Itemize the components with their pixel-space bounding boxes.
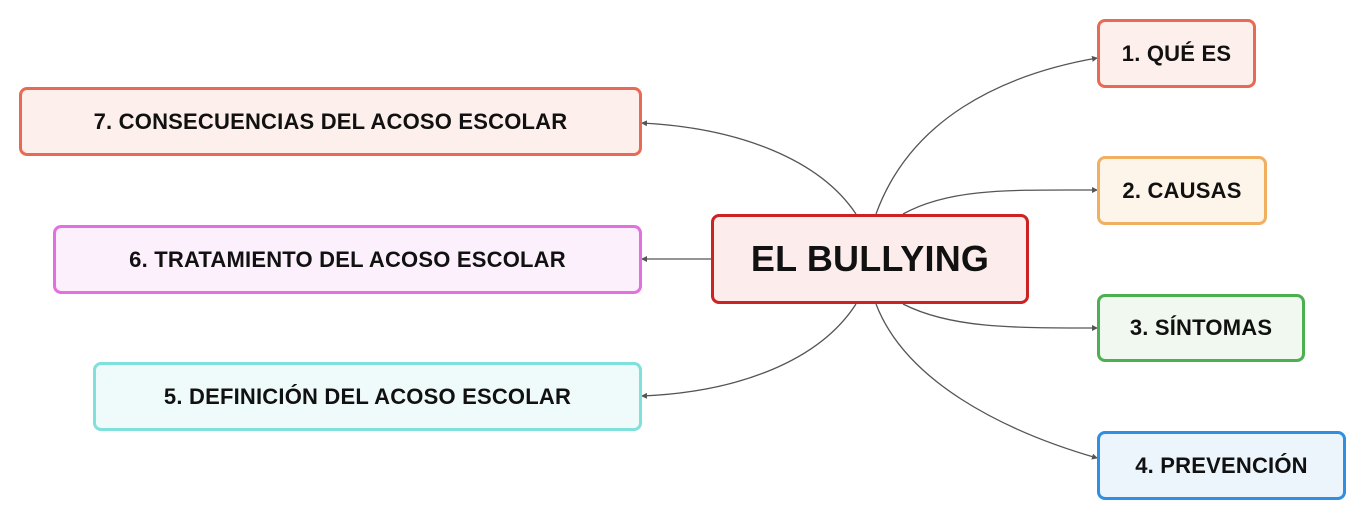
branch-label: 6. TRATAMIENTO DEL ACOSO ESCOLAR xyxy=(129,246,566,272)
connector-definición xyxy=(641,303,857,399)
branch-consecuencias[interactable]: 7. CONSECUENCIAS DEL ACOSO ESCOLAR xyxy=(19,87,642,156)
connector-consecuencias xyxy=(641,120,857,215)
branch-que-es[interactable]: 1. QUÉ ES xyxy=(1097,19,1256,88)
branch-label: 5. DEFINICIÓN DEL ACOSO ESCOLAR xyxy=(163,383,572,409)
branch-label: 3. SÍNTOMAS xyxy=(1129,315,1273,340)
central-topic-label: EL BULLYING xyxy=(750,238,990,279)
branch-tratamiento[interactable]: 6. TRATAMIENTO DEL ACOSO ESCOLAR xyxy=(53,225,642,294)
connector-prevención xyxy=(875,303,1098,460)
branch-label: 4. PREVENCIÓN xyxy=(1135,452,1308,478)
connector-causas xyxy=(902,186,1098,215)
branch-prevencion[interactable]: 4. PREVENCIÓN xyxy=(1097,431,1346,500)
branch-label: 2. CAUSAS xyxy=(1122,177,1242,203)
connector-qué-es xyxy=(875,55,1098,215)
branch-definicion[interactable]: 5. DEFINICIÓN DEL ACOSO ESCOLAR xyxy=(93,362,642,431)
branch-sintomas[interactable]: 3. SÍNTOMAS xyxy=(1097,294,1305,362)
branch-label: 1. QUÉ ES xyxy=(1121,40,1232,66)
connector-síntomas xyxy=(902,303,1098,331)
branch-label: 7. CONSECUENCIAS DEL ACOSO ESCOLAR xyxy=(93,108,568,134)
branch-causas[interactable]: 2. CAUSAS xyxy=(1097,156,1267,225)
central-topic[interactable]: EL BULLYING xyxy=(711,214,1029,304)
